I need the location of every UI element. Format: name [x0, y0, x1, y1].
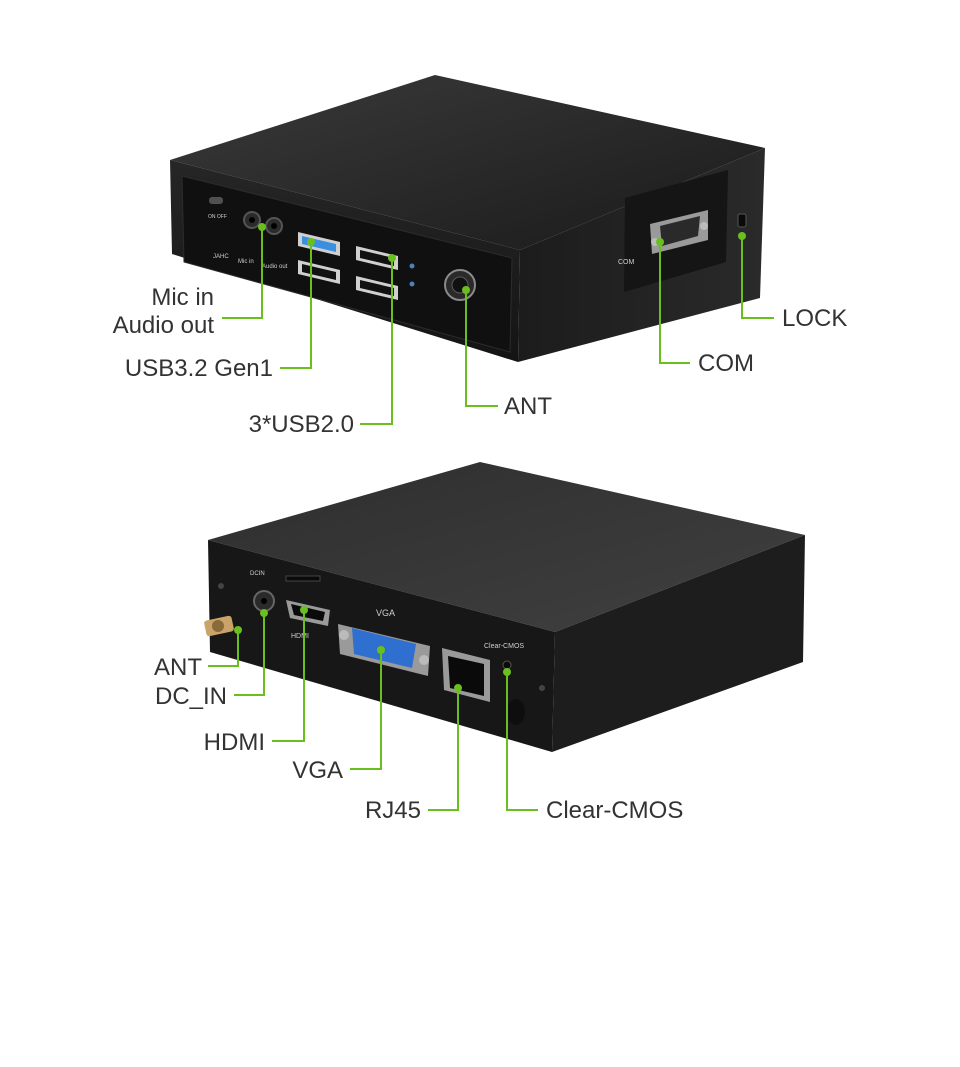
switch-label: ON OFF [208, 214, 227, 220]
callout-ant-front: ANT [504, 393, 552, 420]
jack-label-jahc: JAHC [213, 254, 229, 260]
com-panel-label: COM [618, 259, 635, 266]
callout-usb2: 3*USB2.0 [249, 411, 354, 438]
rear-device-top [208, 462, 805, 632]
lock-slot [737, 213, 747, 228]
rear-callout-leaders [208, 606, 538, 811]
callout-hdmi: HDMI [204, 729, 265, 756]
power-switch [209, 197, 223, 204]
led-indicator-2 [409, 281, 415, 287]
jack-label-audio: Audio out [262, 264, 288, 270]
callout-usb3: USB3.2 Gen1 [125, 355, 273, 382]
clear-cmos-panel-label: Clear-CMOS [484, 643, 524, 650]
callout-mic-in: Mic in [151, 284, 214, 311]
vga-panel-label: VGA [376, 608, 395, 618]
hdmi-panel-label: HDMI [291, 633, 309, 640]
jack-label-mic: Mic in [238, 259, 254, 265]
dcin-panel-label: DCIN [250, 571, 265, 577]
front-device-top [170, 75, 765, 250]
callout-lock: LOCK [782, 305, 847, 332]
com-port [650, 210, 708, 254]
callout-com: COM [698, 350, 754, 377]
rear-device-side [552, 535, 805, 752]
front-view-device: ON OFF JAHC Mic in Audio out [170, 75, 765, 362]
sma-antenna-connector [204, 615, 234, 637]
callout-dc-in: DC_IN [155, 683, 227, 710]
callout-ant-rear: ANT [154, 654, 202, 681]
hdmi-port [286, 600, 330, 626]
usb2-port-3 [356, 276, 398, 300]
led-indicator-1 [409, 263, 415, 269]
clear-cmos-button [502, 660, 512, 670]
callout-audio-out: Audio out [113, 312, 215, 339]
front-callout-leaders [222, 223, 774, 425]
callout-rj45: RJ45 [365, 797, 421, 824]
usb2-port-2 [356, 246, 398, 270]
front-io-bezel [181, 175, 513, 353]
callout-vga: VGA [292, 757, 343, 784]
rear-view-device: DCIN HDMI VGA Clear-CMOS [204, 462, 805, 752]
callout-clear-cmos: Clear-CMOS [546, 797, 683, 824]
